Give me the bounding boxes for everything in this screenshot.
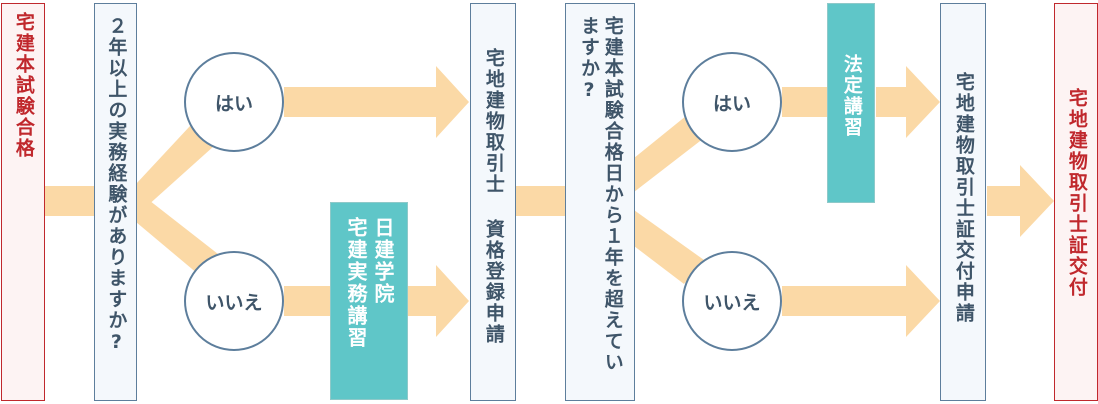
branch-no-2 bbox=[634, 210, 704, 284]
branch-no-1-circle: いいえ bbox=[184, 251, 284, 351]
connector-no-1 bbox=[284, 286, 332, 316]
course-legal-label: 法定講習 bbox=[840, 54, 863, 138]
branch-no-1 bbox=[136, 190, 218, 274]
course-practical-label: 日建学院宅建実務講習 bbox=[342, 217, 396, 399]
branch-no-2-label: いいえ bbox=[703, 291, 761, 314]
step-registration: 宅地建物取引士 資格登録申請 bbox=[470, 3, 516, 401]
step-card-application: 宅地建物取引士証交付申請 bbox=[940, 3, 986, 401]
connector-yes-2 bbox=[782, 87, 828, 117]
arrow-final bbox=[987, 165, 1054, 237]
arrow-yes-1 bbox=[284, 66, 469, 138]
step-within-year-question: 宅建本試験合格日から１年を超えていますか? bbox=[565, 3, 635, 401]
connector-2 bbox=[516, 186, 566, 216]
step-card-application-label: 宅地建物取引士証交付申請 bbox=[952, 72, 975, 324]
branch-no-2-circle: いいえ bbox=[682, 251, 782, 351]
branch-yes-1-label: はい bbox=[214, 92, 253, 115]
arrow-course-1 bbox=[406, 265, 469, 337]
arrow-course-2 bbox=[876, 66, 940, 138]
course-practical-line2: 宅建実務講習 bbox=[344, 217, 368, 349]
branch-yes-2-circle: はい bbox=[682, 52, 782, 152]
step-within-year-question-label: 宅建本試験合格日から１年を超えていますか? bbox=[578, 16, 624, 373]
course-practical-line1: 日建学院 bbox=[371, 217, 395, 305]
course-legal: 法定講習 bbox=[827, 3, 875, 203]
step-card-issued: 宅地建物取引士証交付 bbox=[1054, 3, 1098, 401]
step-experience-question-label: ２年以上の実務経験がありますか? bbox=[105, 16, 128, 355]
branch-yes-2-label: はい bbox=[712, 92, 751, 115]
branch-yes-2 bbox=[634, 116, 704, 192]
branch-yes-1-circle: はい bbox=[184, 52, 284, 152]
step-experience-question: ２年以上の実務経験がありますか? bbox=[94, 3, 137, 401]
step-pass-exam: 宅建本試験合格 bbox=[1, 3, 45, 401]
branch-no-1-label: いいえ bbox=[205, 291, 263, 314]
arrow-no-2 bbox=[782, 265, 940, 337]
branch-yes-1 bbox=[136, 126, 214, 216]
step-card-issued-label: 宅地建物取引士証交付 bbox=[1065, 88, 1088, 298]
course-practical: 日建学院宅建実務講習 bbox=[330, 202, 408, 400]
step-registration-label: 宅地建物取引士 資格登録申請 bbox=[482, 48, 505, 345]
connector-1 bbox=[44, 186, 94, 216]
step-pass-exam-label: 宅建本試験合格 bbox=[12, 12, 35, 159]
